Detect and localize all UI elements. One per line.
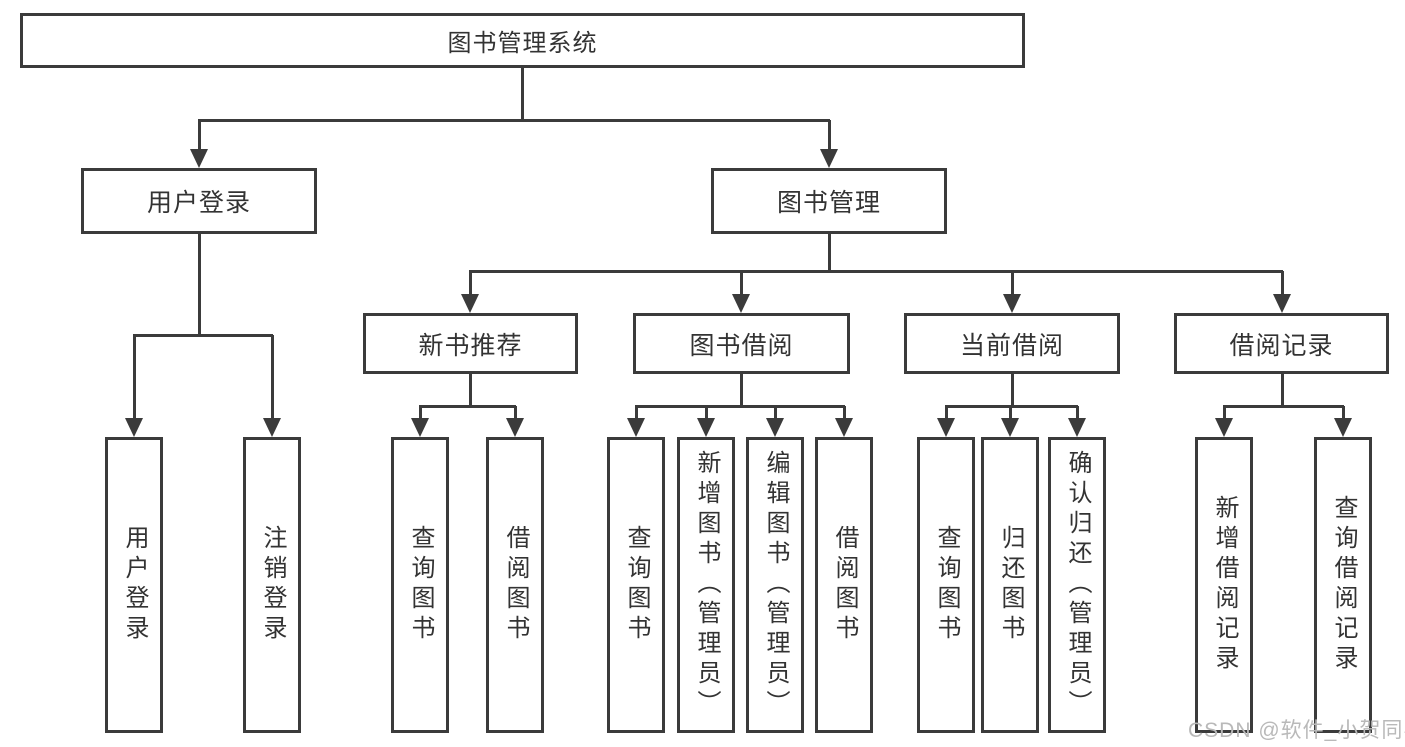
connector-line: [945, 406, 948, 421]
leaf-box-edit-books-admin: 编辑图书（管理员）: [746, 437, 804, 733]
connector-arrowhead: [1003, 294, 1021, 313]
connector-arrowhead: [461, 294, 479, 313]
connector-arrowhead: [766, 418, 784, 437]
connector-arrowhead: [125, 418, 143, 437]
connector-arrowhead: [697, 418, 715, 437]
connector-line: [1011, 374, 1014, 408]
connector-arrowhead: [1273, 294, 1291, 313]
connector-line: [521, 68, 524, 121]
connector-arrowhead: [411, 418, 429, 437]
leaf-box-query-books-current: 查询图书: [917, 437, 975, 733]
connector-arrowhead: [820, 149, 838, 168]
connector-arrowhead: [835, 418, 853, 437]
connector-line: [419, 405, 516, 408]
connector-line: [828, 120, 831, 152]
leaf-box-add-borrow-record: 新增借阅记录: [1195, 437, 1253, 733]
connector-line: [271, 335, 274, 421]
node-box-book-management: 图书管理: [711, 168, 947, 234]
connector-line: [843, 406, 846, 421]
leaf-box-logout: 注销登录: [243, 437, 301, 733]
leaf-box-borrow-books-borrowing: 借阅图书: [815, 437, 873, 733]
connector-line: [635, 405, 845, 408]
leaf-box-return-books: 归还图书: [981, 437, 1039, 733]
leaf-box-query-books-recommend: 查询图书: [391, 437, 449, 733]
connector-line: [1076, 406, 1079, 421]
leaf-box-query-books-borrowing: 查询图书: [607, 437, 665, 733]
node-box-current-borrowing: 当前借阅: [904, 313, 1120, 374]
connector-arrowhead: [937, 418, 955, 437]
node-box-library-system: 图书管理系统: [20, 13, 1025, 68]
connector-line: [469, 374, 472, 408]
connector-line: [198, 119, 830, 122]
connector-line: [1342, 406, 1345, 421]
connector-arrowhead: [1068, 418, 1086, 437]
leaf-box-confirm-return-admin: 确认归还（管理员）: [1048, 437, 1106, 733]
leaf-box-borrow-books-recommend: 借阅图书: [486, 437, 544, 733]
connector-line: [419, 406, 422, 421]
node-box-borrowing-records: 借阅记录: [1174, 313, 1389, 374]
watermark-text: CSDN @软件_小贺同学: [1188, 719, 1405, 742]
connector-line: [1223, 405, 1344, 408]
connector-arrowhead: [627, 418, 645, 437]
connector-arrowhead: [732, 294, 750, 313]
connector-line: [1281, 374, 1284, 408]
node-box-new-book-recommend: 新书推荐: [363, 313, 578, 374]
connector-line: [1011, 271, 1014, 297]
connector-arrowhead: [1001, 418, 1019, 437]
connector-line: [828, 234, 831, 273]
connector-line: [133, 334, 273, 337]
connector-arrowhead: [1334, 418, 1352, 437]
connector-line: [635, 406, 638, 421]
connector-line: [514, 406, 517, 421]
connector-line: [1223, 406, 1226, 421]
connector-line: [705, 406, 708, 421]
connector-line: [740, 374, 743, 408]
connector-line: [774, 406, 777, 421]
node-box-book-borrowing: 图书借阅: [633, 313, 850, 374]
connector-line: [1281, 271, 1284, 297]
connector-arrowhead: [1215, 418, 1233, 437]
connector-line: [198, 234, 201, 337]
connector-line: [740, 271, 743, 297]
connector-arrowhead: [263, 418, 281, 437]
connector-line: [133, 335, 136, 421]
leaf-box-user-login: 用户登录: [105, 437, 163, 733]
connector-line: [198, 120, 201, 152]
connector-arrowhead: [190, 149, 208, 168]
connector-arrowhead: [506, 418, 524, 437]
leaf-box-query-borrow-record: 查询借阅记录: [1314, 437, 1372, 733]
node-box-user-login: 用户登录: [81, 168, 317, 234]
connector-line: [1009, 406, 1012, 421]
connector-line: [469, 271, 472, 297]
connector-line: [469, 270, 1283, 273]
leaf-box-add-books-admin: 新增图书（管理员）: [677, 437, 735, 733]
